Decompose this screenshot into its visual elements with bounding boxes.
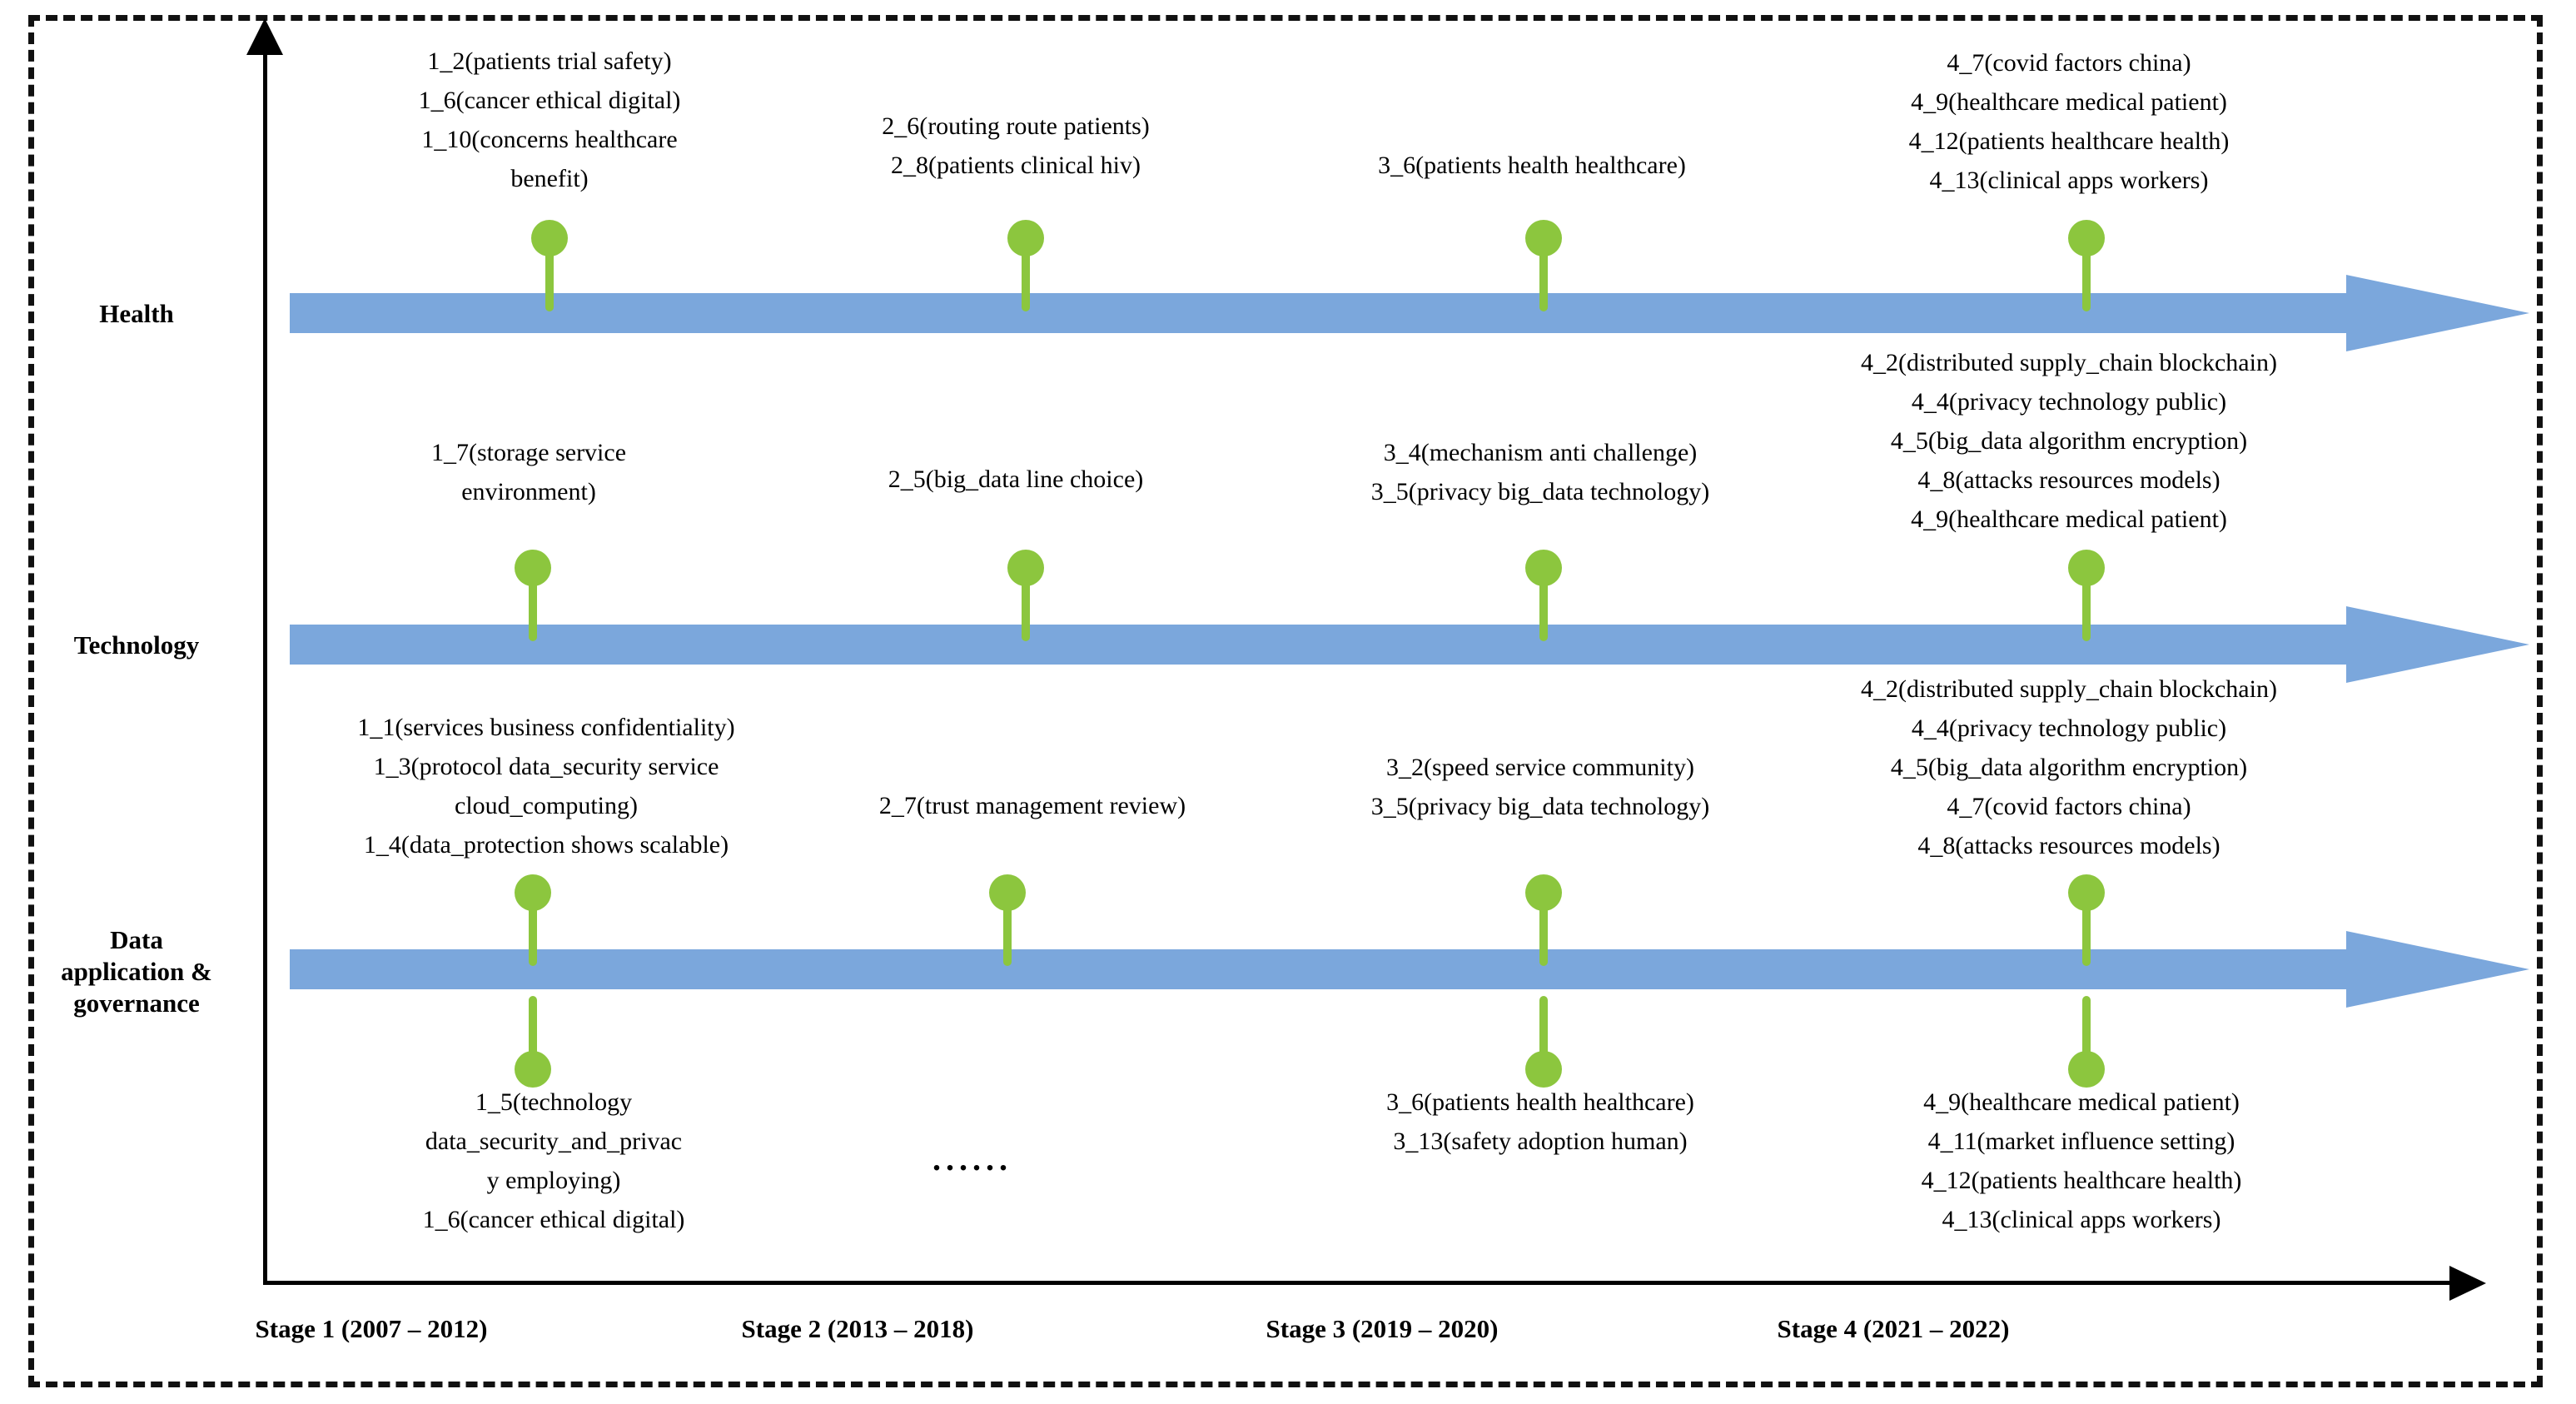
note-data-stage4: 4_2(distributed supply_chain blockchain)… — [1861, 675, 2277, 859]
note-data-stage1-below: 1_5(technology data_security_and_privac … — [422, 1088, 685, 1233]
marker-health-stage3[interactable] — [1525, 218, 1562, 311]
note-technology-stage4: 4_2(distributed supply_chain blockchain)… — [1861, 349, 2277, 533]
marker-data-stage4-below[interactable] — [2068, 996, 2105, 1089]
x-axis-line — [263, 1281, 2453, 1285]
marker-health-stage1[interactable] — [531, 218, 568, 311]
y-axis-line — [263, 52, 267, 1284]
note-technology-stage2: 2_5(big_data line choice) — [888, 466, 1144, 493]
y-axis-arrowhead-icon — [246, 18, 283, 55]
note-health-stage2: 2_6(routing route patients) 2_8(patients… — [882, 112, 1150, 179]
marker-data-stage2-above[interactable] — [989, 873, 1026, 966]
lane-label-health: Health — [99, 299, 174, 328]
stage-caption-3: Stage 3 (2019 – 2020) — [1266, 1314, 1499, 1343]
note-technology-stage1: 1_7(storage service environment) — [430, 439, 627, 505]
marker-data-stage3-below[interactable] — [1525, 996, 1562, 1089]
timeline-arrow-data — [290, 931, 2529, 1008]
marker-data-stage4-above[interactable] — [2068, 873, 2105, 966]
stage-caption-4: Stage 4 (2021 – 2022) — [1777, 1314, 2010, 1343]
x-axis-arrowhead-icon — [2449, 1266, 2486, 1301]
timeline-arrow-health — [290, 275, 2529, 351]
marker-technology-stage2[interactable] — [1007, 548, 1044, 641]
marker-health-stage2[interactable] — [1007, 218, 1044, 311]
dashed-border-frame — [28, 15, 2543, 1387]
marker-technology-stage3[interactable] — [1525, 548, 1562, 641]
note-technology-stage3: 3_4(mechanism anti challenge) 3_5(privac… — [1370, 439, 1710, 505]
marker-technology-stage1[interactable] — [515, 548, 551, 641]
note-data-stage3: 3_2(speed service community) 3_5(privacy… — [1370, 754, 1710, 820]
note-data-stage2: 2_7(trust management review) — [878, 792, 1186, 819]
lane-label-technology: Technology — [73, 630, 200, 660]
marker-data-stage1-below[interactable] — [515, 996, 551, 1089]
note-health-stage1: 1_2(patients trial safety) 1_6(cancer et… — [418, 47, 681, 192]
marker-data-stage1-above[interactable] — [515, 873, 551, 966]
marker-technology-stage4[interactable] — [2068, 548, 2105, 641]
stage-caption-2: Stage 2 (2013 – 2018) — [741, 1314, 974, 1343]
note-health-stage3: 3_6(patients health healthcare) — [1378, 152, 1686, 179]
note-data-stage4-below: 4_9(healthcare medical patient) 4_11(mar… — [1921, 1088, 2242, 1233]
note-data-stage3-below: 3_6(patients health healthcare) 3_13(saf… — [1386, 1088, 1694, 1155]
ellipsis-marker: ...... — [932, 1140, 1012, 1177]
note-data-stage1: 1_1(services business confidentiality) 1… — [357, 714, 735, 859]
stage-caption-1: Stage 1 (2007 – 2012) — [255, 1314, 488, 1343]
timeline-arrow-technology — [290, 606, 2529, 683]
lane-label-data: Data application & governance — [61, 925, 212, 1018]
marker-data-stage3-above[interactable] — [1525, 873, 1562, 966]
marker-health-stage4[interactable] — [2068, 218, 2105, 311]
note-health-stage4: 4_7(covid factors china) 4_9(healthcare … — [1908, 49, 2230, 194]
